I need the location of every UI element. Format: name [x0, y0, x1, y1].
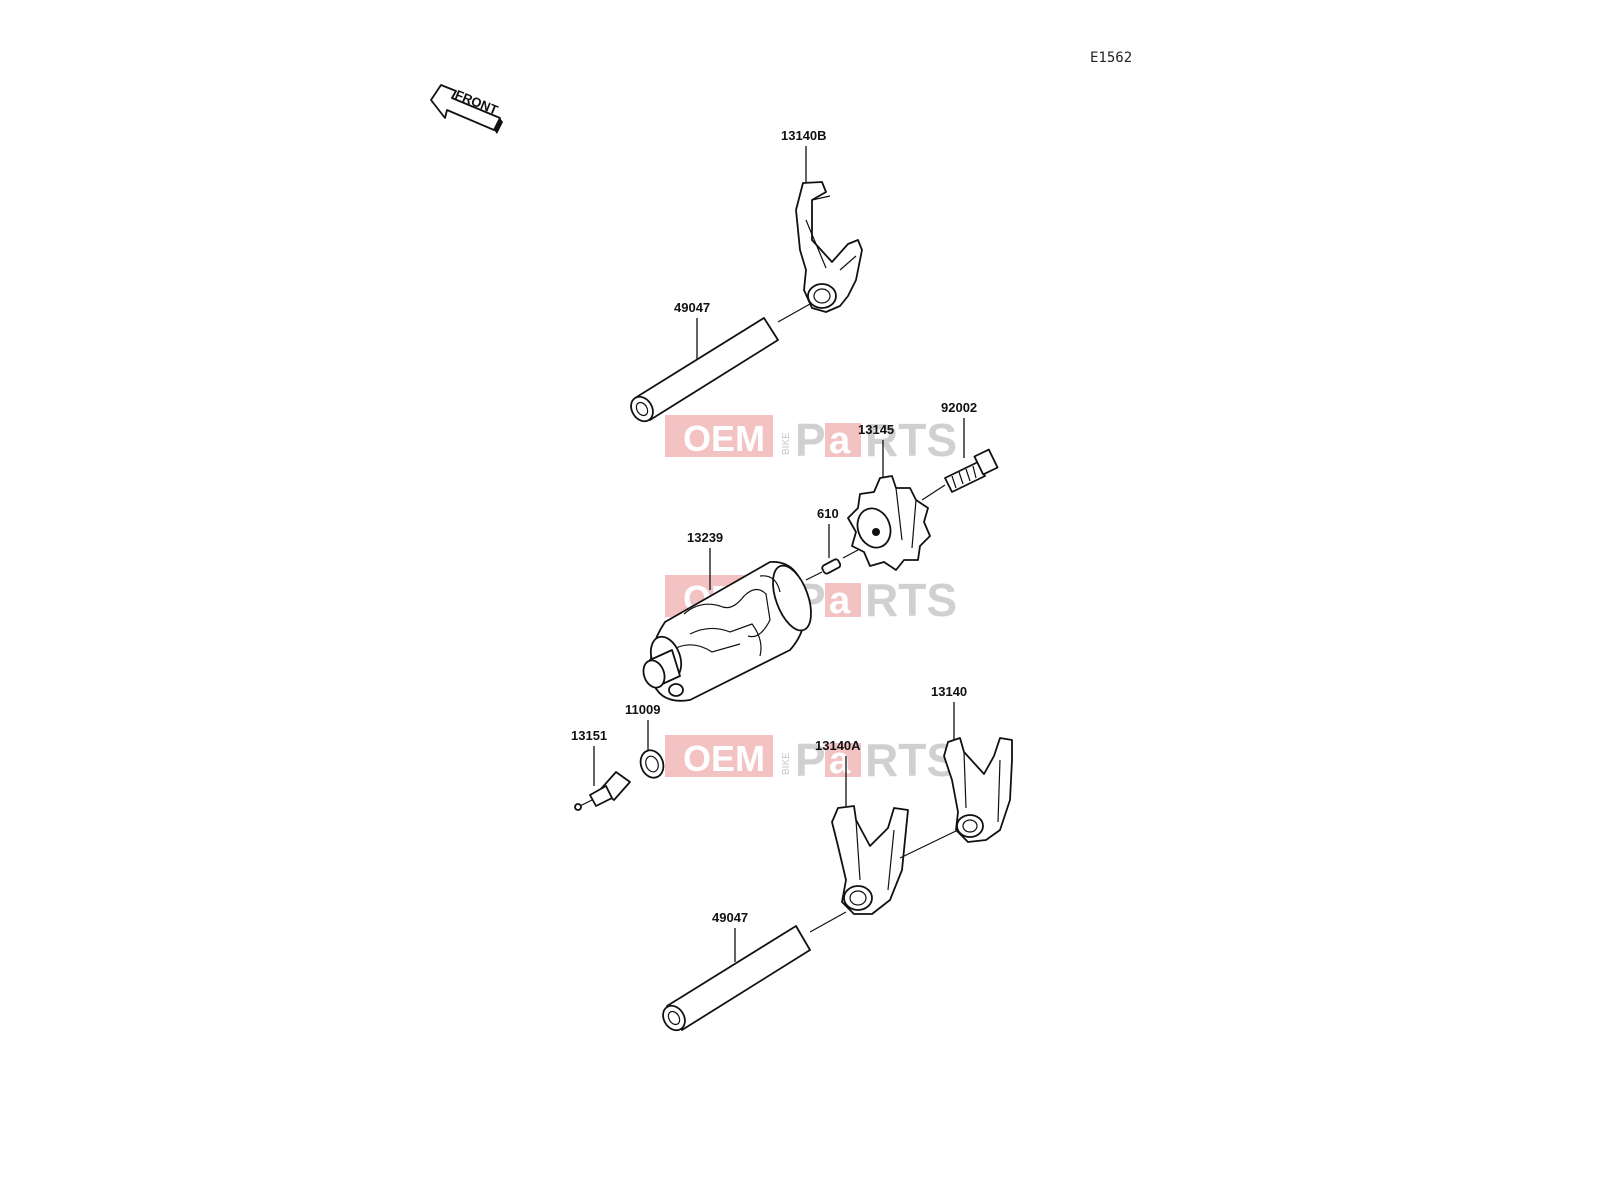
- label-drum-cam: 13145: [858, 422, 894, 437]
- label-pin: 610: [817, 506, 839, 521]
- shift-fork-upper: [795, 181, 863, 313]
- watermark-bike: BIKE: [781, 432, 792, 455]
- shift-fork-right: [943, 737, 1013, 843]
- watermark-rts: RTS: [865, 414, 957, 466]
- label-shift-drum: 13239: [687, 530, 723, 545]
- watermark-p: P: [795, 414, 826, 466]
- washer: [639, 749, 665, 779]
- diagram-code: E1562: [1090, 50, 1132, 66]
- label-switch: 13151: [571, 728, 607, 743]
- svg-text:OEM: OEM: [683, 738, 765, 779]
- shift-fork-lower: [831, 805, 909, 915]
- label-fork-lower: 13140A: [815, 738, 861, 753]
- shift-drum: [642, 561, 812, 702]
- svg-text:RTS: RTS: [865, 574, 957, 626]
- svg-text:P: P: [795, 734, 826, 786]
- front-arrow-icon: FRONT: [430, 84, 503, 134]
- label-fork-right: 13140: [931, 684, 967, 699]
- label-washer: 11009: [625, 702, 660, 717]
- watermark-oem: OEM: [683, 418, 765, 459]
- label-shaft-lower: 49047: [712, 910, 748, 925]
- drum-cam: [847, 475, 931, 571]
- shaft-lower: [662, 925, 811, 1032]
- pin: [821, 558, 842, 575]
- neutral-switch: [574, 771, 631, 811]
- svg-text:BIKE: BIKE: [781, 752, 792, 775]
- bolt: [944, 448, 999, 493]
- label-shaft-upper: 49047: [674, 300, 710, 315]
- label-fork-upper: 13140B: [781, 128, 827, 143]
- watermark-a: a: [829, 420, 851, 462]
- label-bolt: 92002: [941, 400, 977, 415]
- svg-text:RTS: RTS: [865, 734, 957, 786]
- svg-text:a: a: [829, 580, 851, 622]
- shaft-upper: [630, 317, 779, 423]
